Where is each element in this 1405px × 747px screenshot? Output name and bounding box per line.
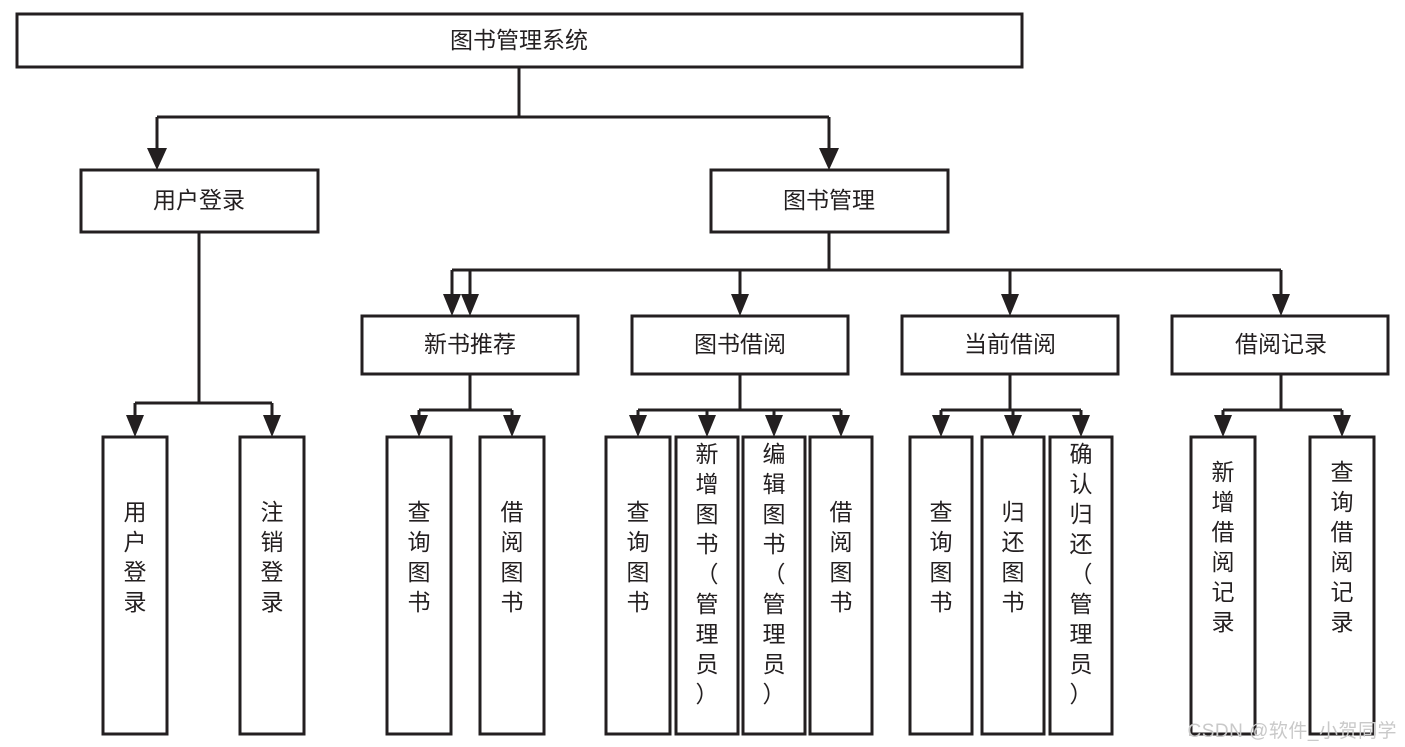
node-borrow-record-label: 借阅记录 xyxy=(1235,331,1327,357)
node-leaf-add-record[interactable]: 新增借阅记录 xyxy=(1189,435,1257,736)
node-leaf-add-book[interactable]: 新增图书（管理员） xyxy=(674,435,740,736)
node-user-login-box[interactable] xyxy=(79,168,320,234)
node-current-borrow-label: 当前借阅 xyxy=(964,331,1056,357)
node-borrow-record-box[interactable] xyxy=(1170,314,1390,376)
node-leaf-edit-book-label: 编辑图书（管理员） xyxy=(763,441,786,707)
node-leaf-query-book-2-box[interactable] xyxy=(604,435,672,736)
node-book-borrow-label: 图书借阅 xyxy=(694,331,786,357)
node-leaf-borrow-book-1[interactable]: 借阅图书 xyxy=(478,435,546,736)
node-leaf-query-book-1-box[interactable] xyxy=(385,435,453,736)
node-leaf-edit-book[interactable]: 编辑图书（管理员） xyxy=(741,435,807,736)
node-leaf-logout-login[interactable]: 注销登录 xyxy=(238,435,306,736)
node-leaf-confirm-return[interactable]: 确认归还（管理员） xyxy=(1048,435,1114,736)
node-book-management[interactable]: 图书管理 xyxy=(709,168,950,234)
arrowhead-leaf-query-record xyxy=(1333,415,1351,437)
node-leaf-borrow-book-2[interactable]: 借阅图书 xyxy=(808,435,874,736)
node-leaf-query-book-3-label: 查询图书 xyxy=(930,499,953,615)
node-leaf-borrow-book-2-label: 借阅图书 xyxy=(830,499,853,615)
connectors-layer xyxy=(126,67,1351,437)
node-book-borrow-box[interactable] xyxy=(630,314,850,376)
node-leaf-return-book-box[interactable] xyxy=(980,435,1046,736)
arrowhead-leaf-edit-book xyxy=(765,415,783,437)
node-book-borrow[interactable]: 图书借阅 xyxy=(630,314,850,376)
arrowhead-leaf-user-login xyxy=(126,415,144,437)
node-new-book-recommend[interactable]: 新书推荐 xyxy=(360,314,580,376)
node-leaf-return-book-label: 归还图书 xyxy=(1002,499,1025,615)
node-leaf-user-login[interactable]: 用户登录 xyxy=(101,435,169,736)
arrowhead-current-borrow xyxy=(1001,294,1019,316)
node-leaf-edit-book-box[interactable] xyxy=(741,435,807,736)
node-leaf-confirm-return-box[interactable] xyxy=(1048,435,1114,736)
node-leaf-add-book-label: 新增图书（管理员） xyxy=(696,441,719,707)
node-leaf-return-book[interactable]: 归还图书 xyxy=(980,435,1046,736)
arrowhead-leaf-borrow-book-1 xyxy=(503,415,521,437)
node-leaf-borrow-book-1-box[interactable] xyxy=(478,435,546,736)
arrowhead-leaf-add-book xyxy=(698,415,716,437)
node-book-management-box[interactable] xyxy=(709,168,950,234)
node-leaf-borrow-book-1-label: 借阅图书 xyxy=(501,499,524,615)
arrowhead-leaf-query-book-1 xyxy=(410,415,428,437)
node-root-label: 图书管理系统 xyxy=(450,27,588,53)
arrowhead-leaf-add-record xyxy=(1214,415,1232,437)
node-leaf-user-login-label: 用户登录 xyxy=(124,499,147,615)
node-root[interactable]: 图书管理系统 xyxy=(15,12,1024,69)
node-current-borrow-box[interactable] xyxy=(900,314,1120,376)
node-current-borrow[interactable]: 当前借阅 xyxy=(900,314,1120,376)
node-leaf-query-book-3[interactable]: 查询图书 xyxy=(908,435,974,736)
node-leaf-add-book-box[interactable] xyxy=(674,435,740,736)
arrowhead-new-book-recommend xyxy=(461,294,479,316)
arrowhead-leaf-confirm-return xyxy=(1072,415,1090,437)
node-leaf-query-record[interactable]: 查询借阅记录 xyxy=(1308,435,1376,736)
node-borrow-record[interactable]: 借阅记录 xyxy=(1170,314,1390,376)
node-user-login[interactable]: 用户登录 xyxy=(79,168,320,234)
arrowhead-leaf-return-book xyxy=(1004,415,1022,437)
arrowhead-leaf-query-book-2 xyxy=(629,415,647,437)
arrowhead-user-login xyxy=(147,148,167,170)
node-leaf-query-book-2-label: 查询图书 xyxy=(627,499,650,615)
arrowhead-left-edge xyxy=(443,294,461,316)
node-new-book-recommend-box[interactable] xyxy=(360,314,580,376)
node-leaf-confirm-return-label: 确认归还（管理员） xyxy=(1070,441,1093,707)
node-leaf-query-book-3-box[interactable] xyxy=(908,435,974,736)
node-leaf-add-record-label: 新增借阅记录 xyxy=(1212,459,1235,635)
node-root-box[interactable] xyxy=(15,12,1024,69)
node-leaf-add-record-box[interactable] xyxy=(1189,435,1257,736)
arrowhead-book-borrow xyxy=(731,294,749,316)
node-leaf-logout-login-box[interactable] xyxy=(238,435,306,736)
node-leaf-query-book-1[interactable]: 查询图书 xyxy=(385,435,453,736)
node-leaf-logout-login-label: 注销登录 xyxy=(261,499,284,615)
node-leaf-borrow-book-2-box[interactable] xyxy=(808,435,874,736)
node-user-login-label: 用户登录 xyxy=(153,187,245,213)
node-leaf-query-book-1-label: 查询图书 xyxy=(408,499,431,615)
arrowhead-book-management xyxy=(819,148,839,170)
node-new-book-recommend-label: 新书推荐 xyxy=(424,331,516,357)
node-book-management-label: 图书管理 xyxy=(783,187,875,213)
arrowhead-leaf-borrow-book-2 xyxy=(832,415,850,437)
arrowhead-leaf-logout-login xyxy=(263,415,281,437)
node-leaf-query-book-2[interactable]: 查询图书 xyxy=(604,435,672,736)
arrowhead-borrow-record xyxy=(1272,294,1290,316)
arrowhead-leaf-query-book-3 xyxy=(932,415,950,437)
node-leaf-query-record-box[interactable] xyxy=(1308,435,1376,736)
node-leaf-query-record-label: 查询借阅记录 xyxy=(1331,459,1354,635)
node-leaf-user-login-box[interactable] xyxy=(101,435,169,736)
